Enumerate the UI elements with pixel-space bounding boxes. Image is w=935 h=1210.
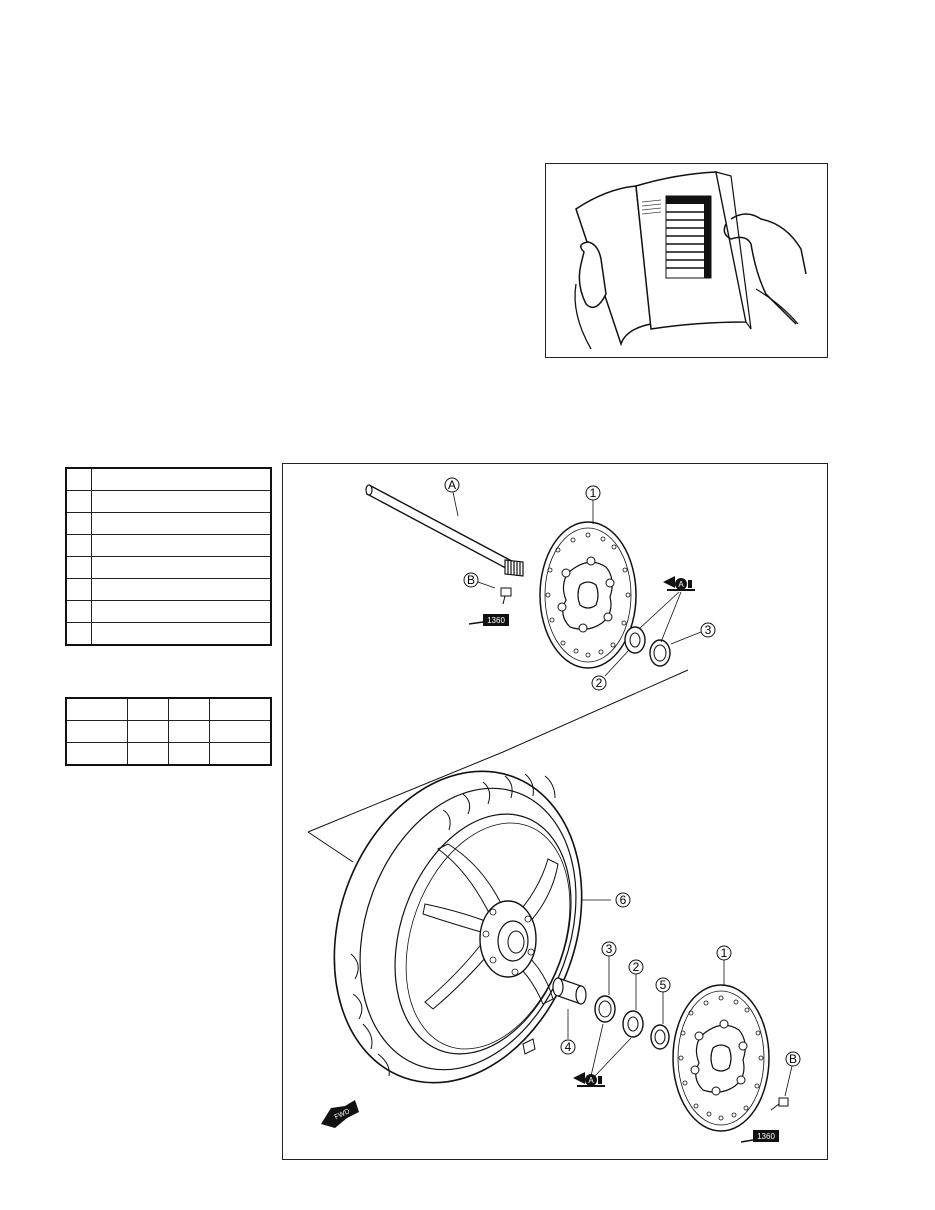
callout-2-lower — [628, 959, 644, 975]
thread-lock-code-lower: 1360 — [757, 1132, 775, 1141]
table-row — [65, 600, 272, 623]
callout-3-upper — [700, 622, 716, 638]
table-row — [65, 490, 272, 513]
svg-text:A: A — [588, 1076, 594, 1085]
oil-seal-lower — [622, 1010, 644, 1038]
table-row — [65, 467, 272, 491]
forward-arrow-icon: FWD — [321, 1100, 359, 1128]
svg-text:A: A — [678, 580, 684, 589]
callout-4 — [560, 1039, 576, 1055]
brake-disc-upper — [539, 521, 637, 669]
callout-1-lower — [716, 945, 732, 961]
grease-symbol-lower-icon: A — [573, 1023, 632, 1087]
callout-B-upper-text: B — [467, 573, 475, 587]
axle — [365, 484, 524, 577]
bearing-lower — [594, 995, 616, 1023]
table-row — [65, 556, 272, 579]
hands-holding-manual-icon — [574, 171, 807, 350]
callout-3-upper-text: 3 — [705, 623, 712, 637]
table-row — [65, 578, 272, 601]
callout-3-lower-text: 3 — [606, 942, 613, 956]
callout-2-upper-text: 2 — [596, 676, 603, 690]
callout-6 — [615, 892, 631, 908]
thread-lock-tag-icon: 1360 — [468, 614, 509, 626]
oil-seal-upper — [624, 626, 646, 654]
callout-B-upper — [463, 572, 479, 588]
table-row — [65, 512, 272, 535]
table-row — [65, 697, 272, 721]
thread-lock-code-upper: 1360 — [487, 616, 505, 625]
table-row — [65, 622, 272, 646]
callout-1-lower-text: 1 — [721, 946, 728, 960]
callout-2-upper — [591, 675, 607, 691]
spec-table — [65, 697, 272, 766]
callout-5 — [655, 977, 671, 993]
callout-A-text: A — [448, 478, 456, 492]
wheel — [333, 770, 583, 1084]
thread-lock-tag-lower-icon: 1360 — [740, 1130, 779, 1143]
grease-symbol-upper-icon: A — [638, 576, 695, 643]
parts-table — [65, 467, 272, 646]
spacer — [552, 977, 587, 1005]
callout-2-lower-text: 2 — [633, 960, 640, 974]
callout-B-lower-text: B — [789, 1052, 797, 1066]
callout-4-text: 4 — [565, 1040, 572, 1054]
front-wheel-exploded-view: A B 1360 1 2 — [282, 463, 828, 1160]
collar — [650, 1024, 670, 1050]
callout-A — [444, 477, 460, 493]
bearing-upper — [649, 639, 671, 667]
callout-5-text: 5 — [660, 978, 667, 992]
table-row — [65, 534, 272, 557]
table-row — [65, 742, 272, 766]
callout-1-upper-text: 1 — [590, 486, 597, 500]
bolt-lower-icon — [770, 1097, 789, 1111]
callout-B-lower — [785, 1051, 801, 1067]
manual-illustration — [545, 163, 828, 358]
table-row — [65, 720, 272, 743]
exploded-view-drawing: A B 1360 1 2 — [307, 477, 801, 1143]
brake-disc-lower — [672, 984, 770, 1132]
bolt-icon — [500, 587, 512, 605]
callout-3-lower — [601, 941, 617, 957]
callout-1-upper — [585, 485, 601, 501]
callout-6-text: 6 — [620, 893, 627, 907]
